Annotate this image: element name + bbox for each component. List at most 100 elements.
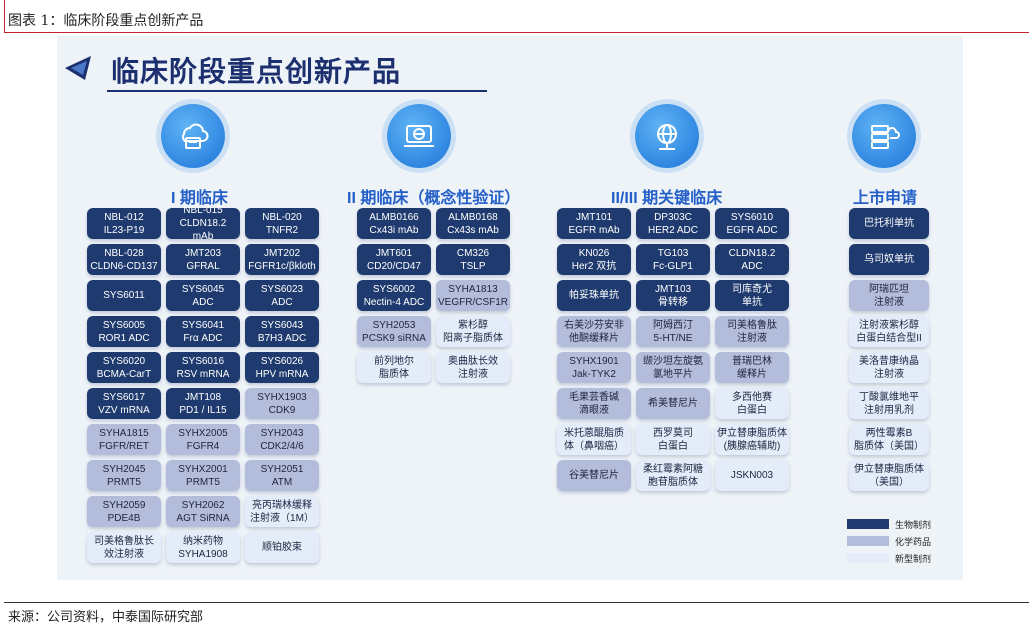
product-cell: JMT203 GFRAL [166,244,240,275]
legend-label: 生物制剂 [895,519,932,530]
heading-nda: 上市申请 [853,190,918,207]
product-cell: 多西他赛 白蛋白 [715,388,789,419]
legend-label: 新型制剂 [895,553,932,564]
nda-grid: 巴托利单抗乌司奴单抗阿瑞匹坦 注射液注射液紫杉醇 白蛋白结合型II 美洛昔康纳晶 … [849,208,929,491]
product-cell: SYH2053 PCSK9 siRNA [357,316,431,347]
product-cell: 毛果芸香碱 滴眼液 [557,388,631,419]
product-cell: 美洛昔康纳晶 注射液 [849,352,929,383]
product-cell: 伊立替康脂质体 （美国） [849,460,929,491]
product-cell: ALMB0168 Cx43s mAb [436,208,510,239]
product-cell: ALMB0166 Cx43i mAb [357,208,431,239]
product-cell: 丁酸氯维地平 注射用乳剂 [849,388,929,419]
product-cell: 米托蒽醌脂质 体（鼻咽癌） [557,424,631,455]
product-cell: 柔红霉素阿糖 胞苷脂质体 [636,460,710,491]
product-cell: 司美格鲁肽长 效注射液 [87,532,161,563]
product-cell: 注射液紫杉醇 白蛋白结合型II [849,316,929,347]
caption-tick [4,0,5,33]
product-cell: 司库奇尤 单抗 [715,280,789,311]
product-cell: SYS6017 VZV mRNA [87,388,161,419]
product-cell: SYS6045 ADC [166,280,240,311]
product-cell: SYHA1813 VEGFR/CSF1R [436,280,510,311]
product-cell: SYS6041 Frα ADC [166,316,240,347]
legend-item: 生物制剂 [847,516,931,532]
product-cell: 纳米药物 SYHA1908 [166,532,240,563]
product-cell: CLDN18.2 ADC [715,244,789,275]
product-cell: 谷美替尼片 [557,460,631,491]
product-cell: JMT202 FGFR1c/βkloth [245,244,319,275]
globe-network-icon [635,104,699,168]
product-cell: NBL-015 CLDN18.2 mAb [166,205,240,242]
product-cell: 巴托利单抗 [849,208,929,239]
product-cell: 亮丙瑞林缓释 注射液（1M） [245,496,319,527]
legend-item: 新型制剂 [847,550,931,566]
globe-laptop-icon [387,104,451,168]
legend-swatch [847,519,889,529]
legend-label: 化学药品 [895,536,932,547]
product-cell: SYS6016 RSV mRNA [166,352,240,383]
product-cell: SYHX2001 PRMT5 [166,460,240,491]
product-cell: SYH2062 AGT SiRNA [166,496,240,527]
product-cell: 司美格鲁肽 注射液 [715,316,789,347]
product-cell: DP303C HER2 ADC [636,208,710,239]
infographic-panel: 临床阶段重点创新产品 [57,36,963,580]
product-cell: 奥曲肽长效 注射液 [436,352,510,383]
legend-swatch [847,553,889,563]
product-cell: KN026 Her2 双抗 [557,244,631,275]
server-cloud-icon [852,104,916,168]
heading-phase23: II/III 期关键临床 [611,190,723,207]
product-cell: SYS6011 [87,280,161,311]
heading-phase1: I 期临床 [171,190,228,207]
caption-rule [4,32,1029,33]
source-rule [4,602,1029,603]
product-cell: 前列地尔 脂质体 [357,352,431,383]
product-cell: SYS6002 Nectin-4 ADC [357,280,431,311]
product-cell: SYHX1901 Jak-TYK2 [557,352,631,383]
product-cell: JMT601 CD20/CD47 [357,244,431,275]
product-cell: 紫杉醇 阳离子脂质体 [436,316,510,347]
product-cell: NBL-012 IL23-P19 [87,208,161,239]
product-cell: SYS6005 ROR1 ADC [87,316,161,347]
product-cell: SYH2059 PDE4B [87,496,161,527]
product-cell: 乌司奴单抗 [849,244,929,275]
product-cell: 缬沙坦左旋氨 氯地平片 [636,352,710,383]
legend: 生物制剂化学药品新型制剂 [847,516,931,567]
product-cell: 伊立替康脂质体 (胰腺癌辅助) [715,424,789,455]
product-cell: 阿姆西汀 5-HT/NE [636,316,710,347]
product-cell: NBL-028 CLDN6-CD137 [87,244,161,275]
product-cell: CM326 TSLP [436,244,510,275]
product-cell: JMT101 EGFR mAb [557,208,631,239]
legend-item: 化学药品 [847,533,931,549]
product-cell: 阿瑞匹坦 注射液 [849,280,929,311]
title-block: 临床阶段重点创新产品 [57,48,487,92]
product-cell: SYHX1903 CDK9 [245,388,319,419]
legend-swatch [847,536,889,546]
page-title: 临床阶段重点创新产品 [111,56,402,87]
product-cell: 希美替尼片 [636,388,710,419]
product-cell: SYS6043 B7H3 ADC [245,316,319,347]
product-cell: JMT103 骨转移 [636,280,710,311]
product-cell: SYS6023 ADC [245,280,319,311]
product-cell: JMT108 PD1 / IL15 [166,388,240,419]
product-cell: SYS6026 HPV mRNA [245,352,319,383]
product-cell: TG103 Fc-GLP1 [636,244,710,275]
arrow-icon [65,56,91,80]
product-cell: SYHX2005 FGFR4 [166,424,240,455]
product-cell: SYS6020 BCMA-CarT [87,352,161,383]
product-cell: SYH2051 ATM [245,460,319,491]
product-cell: SYS6010 EGFR ADC [715,208,789,239]
product-cell: 两性霉素B 脂质体（美国） [849,424,929,455]
product-cell: 右美沙芬安非 他酮缓释片 [557,316,631,347]
product-cell: 普瑞巴林 缓释片 [715,352,789,383]
figure-caption: 图表 1：临床阶段重点创新产品 [8,13,204,29]
product-cell: SYHA1815 FGFR/RET [87,424,161,455]
heading-phase2: II 期临床（概念性验证） [347,190,521,207]
product-cell: NBL-020 TNFR2 [245,208,319,239]
title-underline [107,90,487,92]
product-cell: SYH2045 PRMT5 [87,460,161,491]
cloud-tablet-icon [161,104,225,168]
product-cell: SYH2043 CDK2/4/6 [245,424,319,455]
product-cell: 帕妥珠单抗 [557,280,631,311]
source-note: 来源：公司资料，中泰国际研究部 [8,610,204,625]
